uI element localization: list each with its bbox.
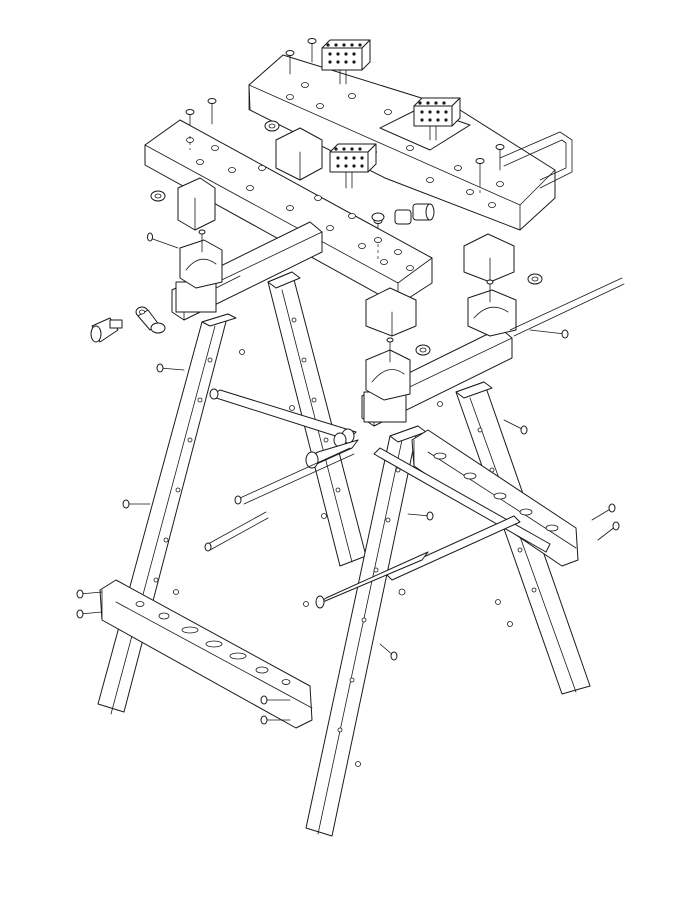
front-slotted-crossbar <box>99 579 313 729</box>
angle-plate-front <box>365 337 411 401</box>
clamp-peg-rear-right <box>413 97 461 141</box>
nuts-washers <box>150 120 543 356</box>
angle-plate-left <box>179 229 223 289</box>
angle-plate-right <box>467 279 517 337</box>
clamp-peg-front <box>329 143 377 189</box>
clamp-knob <box>90 317 123 343</box>
pivot-rod-long <box>234 447 355 505</box>
upper-rail-right <box>361 327 513 427</box>
plate-bracket-center <box>275 127 323 181</box>
lower-cross-tube <box>305 439 359 469</box>
plate-bracket-front <box>365 287 417 337</box>
threaded-rod <box>509 277 625 339</box>
pivot-rod-short <box>204 511 269 552</box>
plate-bracket-left <box>177 177 216 231</box>
clamp-peg-rear-left <box>321 39 371 85</box>
diagonal-strut-2 <box>385 515 521 581</box>
front-jaw-plate <box>144 119 433 306</box>
loose-screws <box>76 363 620 725</box>
leg-holes <box>153 317 537 733</box>
lower-rod <box>315 551 429 609</box>
pivot-nuts <box>173 349 513 767</box>
handle-loop <box>499 131 573 189</box>
front-plate-holes <box>186 137 414 271</box>
left-bolt <box>147 232 179 249</box>
central-bushings <box>394 203 435 225</box>
upper-rail-left <box>171 221 323 321</box>
upper-cross-tube <box>209 388 357 448</box>
leg-front-right <box>305 425 427 837</box>
slotted-brace-right <box>411 429 579 567</box>
clamp-lever <box>135 306 166 334</box>
assembly-guides <box>189 136 481 260</box>
plate-bracket-right <box>463 233 515 283</box>
